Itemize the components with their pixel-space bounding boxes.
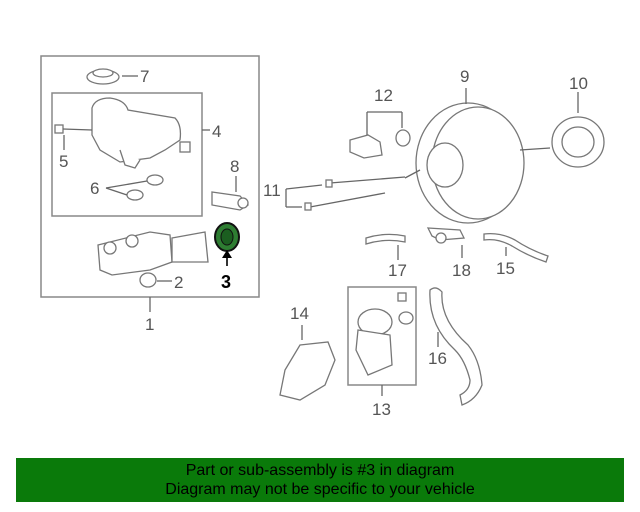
callout-5: 5 [59,152,68,171]
part-hose-16[interactable] [429,287,483,406]
callout-17: 17 [388,261,407,280]
callout-16: 16 [428,349,447,368]
part-hose-15[interactable] [483,232,549,263]
callout-3: 3 [221,272,231,292]
parts-diagram: 7 4 5 6 2 3 1 8 [40,55,605,419]
part-reservoir[interactable] [91,97,191,169]
part-seal-3[interactable] [214,222,240,252]
callout-8: 8 [230,157,239,176]
part-brake-booster[interactable] [404,102,551,224]
callout-15: 15 [496,259,515,278]
part-reservoir-cap[interactable] [86,68,120,85]
part-check-valve-12[interactable] [349,129,411,159]
info-banner: Part or sub-assembly is #3 in diagram Di… [16,458,624,502]
callout-2: 2 [174,273,183,292]
banner-line-2: Diagram may not be specific to your vehi… [165,481,475,498]
callout-10: 10 [569,74,588,93]
banner-line-1: Part or sub-assembly is #3 in diagram [185,462,455,479]
callout-9: 9 [460,67,469,86]
part-studs-11[interactable] [304,176,406,211]
callout-4: 4 [212,122,221,141]
part-sensor-8[interactable] [211,191,249,211]
part-grommets[interactable] [126,174,164,201]
part-hose-17[interactable] [365,233,406,245]
part-master-cylinder[interactable] [97,231,209,276]
part-bolt-5[interactable] [54,124,93,134]
assembly-box-4 [51,92,203,217]
part-vacuum-pump[interactable] [355,292,414,376]
callout-12: 12 [374,86,393,105]
part-bracket-14[interactable] [279,341,336,401]
part-fitting-18[interactable] [426,227,466,244]
part-plug-2[interactable] [139,272,157,288]
callout-11: 11 [263,181,281,200]
callout-7: 7 [140,67,149,86]
callout-13: 13 [372,400,391,419]
part-gasket-10[interactable] [551,116,605,168]
callout-18: 18 [452,261,471,280]
callout-1: 1 [145,315,154,334]
callout-6: 6 [90,179,99,198]
callout-14: 14 [290,304,309,323]
